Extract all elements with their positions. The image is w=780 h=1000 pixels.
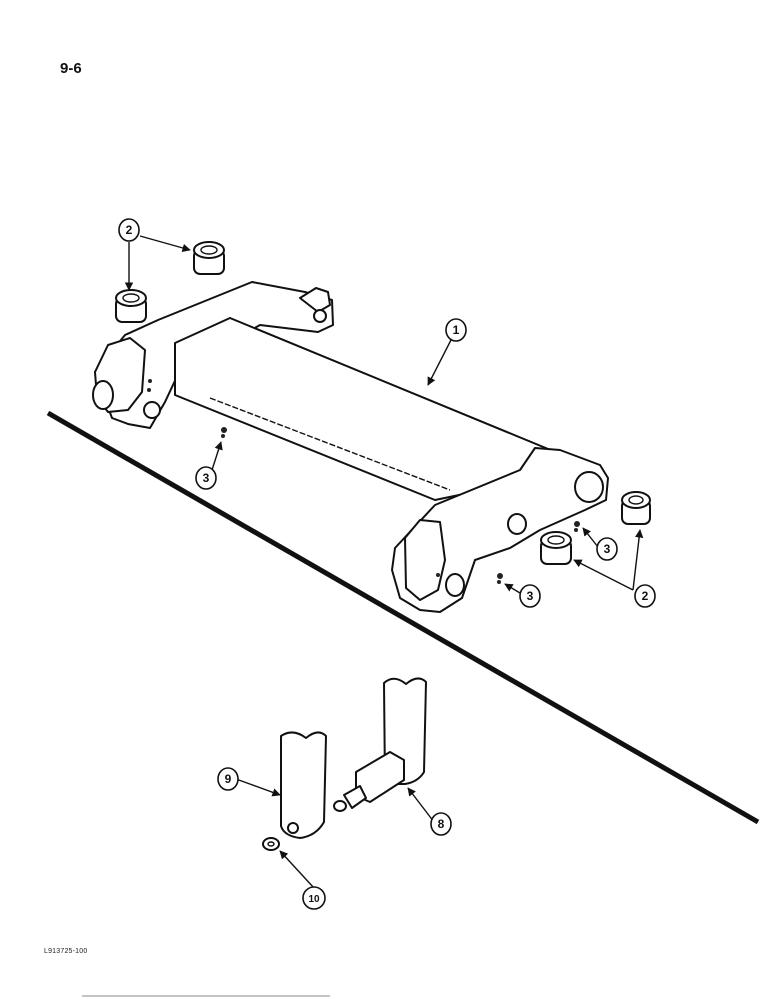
pin-arm-part [333, 677, 427, 812]
svg-text:10: 10 [308, 894, 320, 905]
svg-text:2: 2 [126, 223, 133, 237]
callout-2-lower: 2 [634, 584, 656, 608]
grease-fitting-icon [497, 573, 503, 584]
svg-text:3: 3 [604, 542, 611, 556]
callout-2-upper: 2 [118, 218, 140, 242]
svg-text:2: 2 [642, 589, 649, 603]
callout-9: 9 [217, 767, 239, 791]
separator-line [46, 410, 760, 825]
callout-10: 10 [302, 886, 326, 910]
washer-part [262, 837, 280, 851]
callout-8: 8 [430, 812, 452, 836]
bushing-top-left [193, 241, 225, 275]
bushing-right-upper [621, 491, 651, 525]
bushing-left [115, 289, 147, 323]
callout-3-lower: 3 [519, 584, 541, 608]
grease-fitting-icon [574, 521, 580, 532]
arm-part [280, 731, 327, 839]
page-number: 9-6 [60, 60, 82, 77]
callout-3-left: 3 [195, 466, 217, 490]
callout-3-right: 3 [596, 537, 618, 561]
axle-support-frame [92, 281, 609, 613]
svg-text:9: 9 [225, 772, 232, 786]
svg-text:1: 1 [453, 323, 460, 337]
grease-fitting-icon [221, 427, 227, 438]
svg-text:8: 8 [438, 817, 445, 831]
bushing-right-lower [540, 531, 572, 565]
figure-code: L913725-100 [44, 948, 88, 955]
leader-lines [124, 235, 644, 889]
callout-1: 1 [445, 318, 467, 342]
svg-text:3: 3 [203, 471, 210, 485]
svg-text:3: 3 [527, 589, 534, 603]
